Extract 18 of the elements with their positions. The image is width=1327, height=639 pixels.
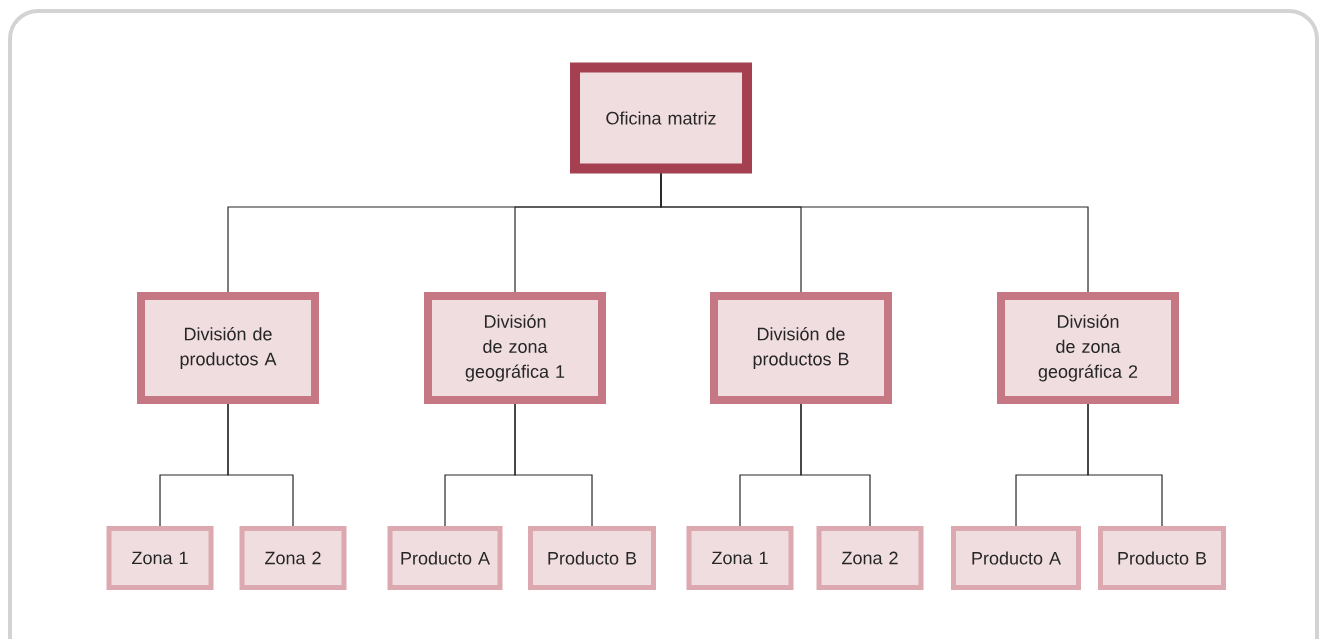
- head-office-box: Oficina matriz: [570, 62, 752, 174]
- division-box: División de productos A: [137, 292, 319, 404]
- connector-line: [227, 403, 294, 527]
- subunit-box: Zona 1: [106, 526, 214, 590]
- division-box: División de zona geográfica 2: [997, 292, 1179, 404]
- subunit-box: Zona 2: [816, 526, 924, 590]
- division-box: División de zona geográfica 1: [424, 292, 606, 404]
- division-box: División de productos B: [710, 292, 892, 404]
- subunit-box: Zona 1: [686, 526, 794, 590]
- subunit-box: Producto B: [528, 526, 656, 590]
- subunit-box: Producto B: [1098, 526, 1226, 590]
- connector-line: [800, 403, 871, 527]
- subunit-box: Zona 2: [239, 526, 347, 590]
- connector-line: [660, 172, 1089, 293]
- connector-line: [1087, 403, 1163, 527]
- subunit-box: Producto A: [387, 526, 503, 590]
- connector-line: [514, 403, 593, 527]
- subunit-box: Producto A: [951, 526, 1081, 590]
